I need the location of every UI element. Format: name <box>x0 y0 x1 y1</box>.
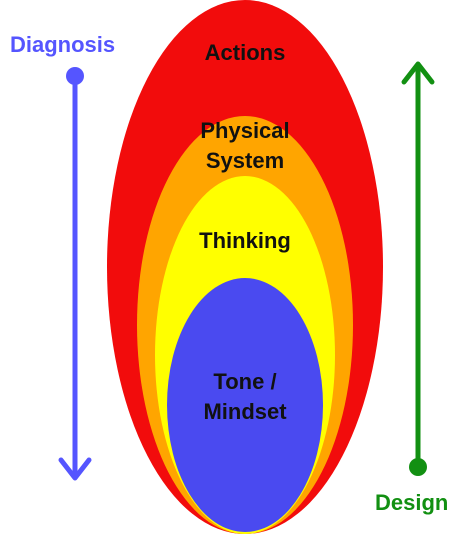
physical-label-line2: System <box>206 148 284 173</box>
diagnosis-arrow <box>58 67 92 481</box>
physical-label-line1: Physical <box>200 118 289 143</box>
design-arrow-head <box>401 61 435 85</box>
actions-label: Actions <box>205 40 286 65</box>
design-label: Design <box>375 490 448 515</box>
tone-mindset-layer <box>167 278 323 532</box>
tone-label-line2: Mindset <box>203 399 287 424</box>
tone-label-line1: Tone / <box>213 369 276 394</box>
thinking-label: Thinking <box>199 228 291 253</box>
diagnosis-arrow-head <box>58 457 92 481</box>
diagnosis-label: Diagnosis <box>10 32 115 57</box>
design-arrow <box>401 61 435 476</box>
